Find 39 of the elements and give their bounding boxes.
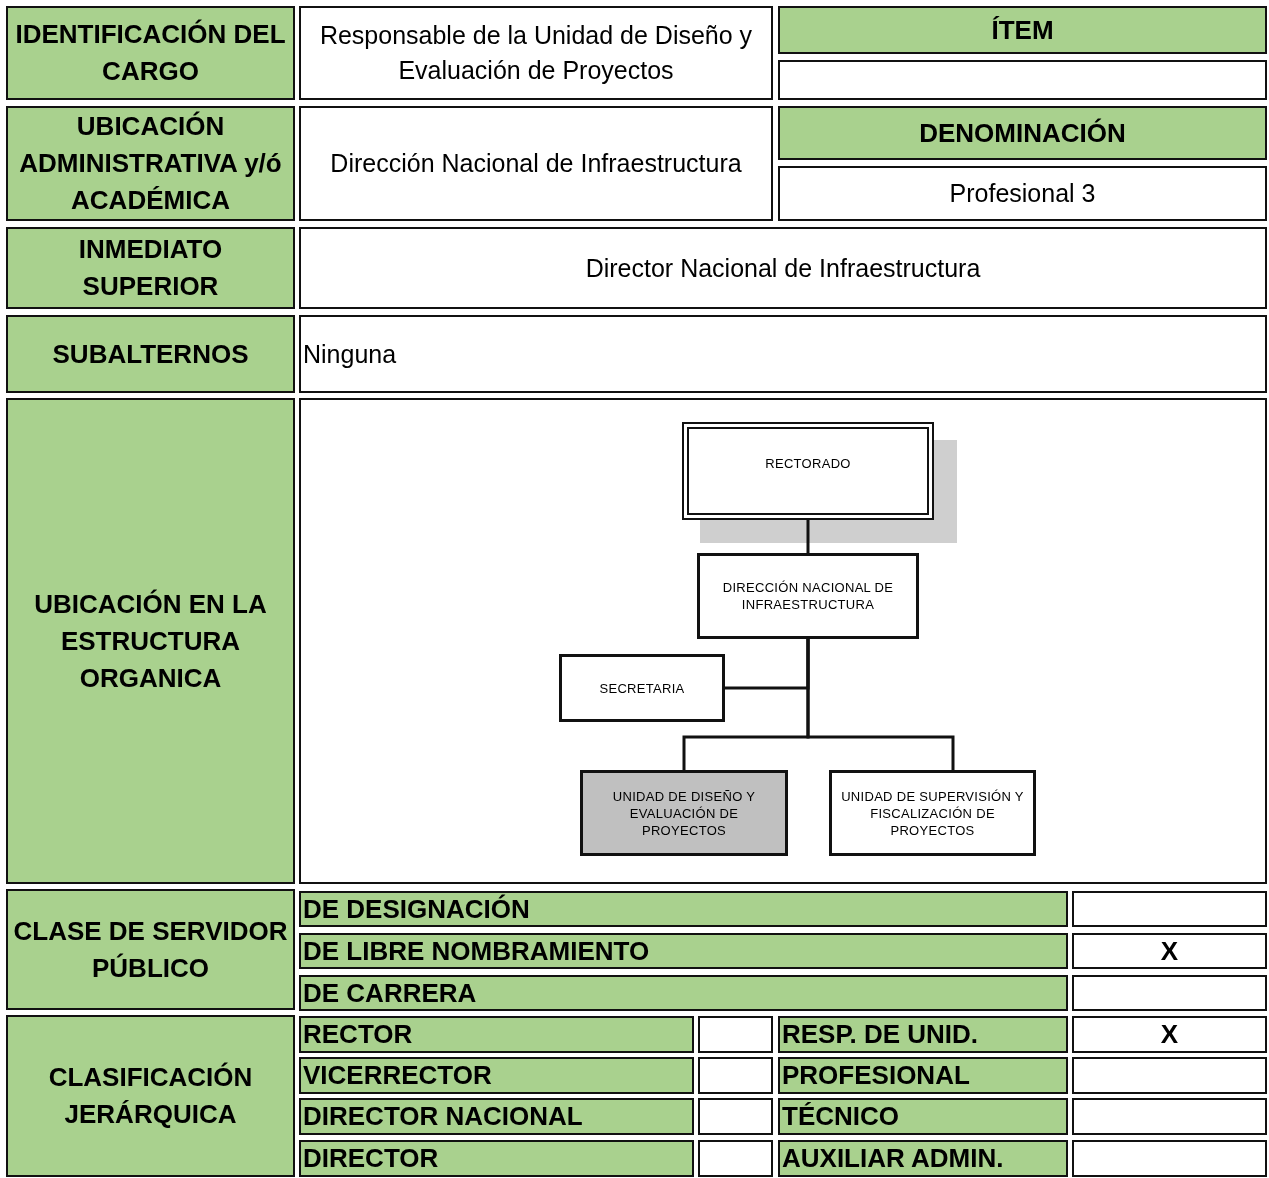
option-cell: PROFESIONAL <box>778 1057 1068 1094</box>
connector-line <box>806 520 810 553</box>
value-cell: Dirección Nacional de Infraestructura <box>299 106 773 221</box>
mark-cell: X <box>1072 1016 1267 1053</box>
org-box <box>580 770 788 856</box>
mark-cell: X <box>1072 933 1267 969</box>
option-cell: AUXILIAR ADMIN. <box>778 1140 1068 1177</box>
option-cell: DE DESIGNACIÓN <box>299 891 1068 927</box>
header-cell: UBICACIÓN EN LA ESTRUCTURA ORGANICA <box>6 398 295 884</box>
option-cell: RECTOR <box>299 1016 694 1053</box>
header-cell: CLASIFICACIÓN JERÁRQUICA <box>6 1015 295 1177</box>
option-cell: TÉCNICO <box>778 1098 1068 1135</box>
header-cell: INMEDIATO SUPERIOR <box>6 227 295 309</box>
org-box <box>559 654 725 722</box>
value-cell: Profesional 3 <box>778 166 1267 221</box>
value-cell: Director Nacional de Infraestructura <box>299 227 1267 309</box>
connector-line <box>806 639 955 770</box>
option-cell: DIRECTOR NACIONAL <box>299 1098 694 1135</box>
option-cell: RESP. DE UNID. <box>778 1016 1068 1053</box>
header-cell: DENOMINACIÓN <box>778 106 1267 160</box>
org-box <box>682 422 934 520</box>
value-cell: Ninguna <box>299 315 1267 393</box>
org-unit-name: DIRECCIÓN NACIONAL DE INFRAESTRUCTURA <box>721 579 895 613</box>
header-cell: UBICACIÓN ADMINISTRATIVA y/ó ACADÉMICA <box>6 106 295 221</box>
option-cell: VICERRECTOR <box>299 1057 694 1094</box>
header-cell: IDENTIFICACIÓN DEL CARGO <box>6 6 295 100</box>
header-cell: CLASE DE SERVIDOR PÚBLICO <box>6 889 295 1010</box>
header-cell: ÍTEM <box>778 6 1267 54</box>
option-cell: DIRECTOR <box>299 1140 694 1177</box>
option-cell: DE LIBRE NOMBRAMIENTO <box>299 933 1068 969</box>
org-unit-name: UNIDAD DE DISEÑO Y EVALUACIÓN DE PROYECTOS <box>611 787 757 839</box>
option-cell: DE CARRERA <box>299 975 1068 1011</box>
org-unit-name: RECTORADO <box>764 455 852 472</box>
value-cell: Responsable de la Unidad de Diseño y Evaluación de Proyectos <box>299 6 773 100</box>
org-unit-name: SECRETARIA <box>598 679 686 697</box>
org-box <box>829 770 1036 856</box>
org-box <box>697 553 919 639</box>
org-unit-name: UNIDAD DE SUPERVISIÓN Y FISCALIZACIÓN DE PROYECTOS <box>840 787 1025 839</box>
header-cell: SUBALTERNOS <box>6 315 295 393</box>
